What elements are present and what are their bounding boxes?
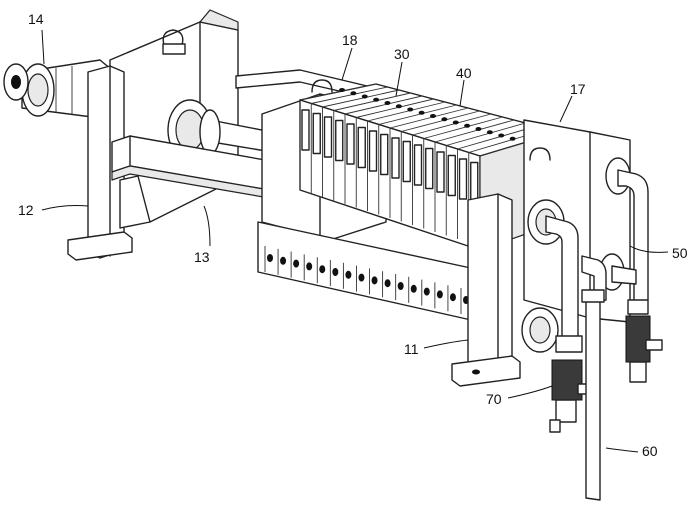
outlet-hole (319, 265, 326, 274)
plate-knob (464, 123, 471, 128)
plate-handle (391, 137, 400, 179)
pipe-assembly-lower (545, 215, 607, 433)
plate-handle (413, 144, 423, 186)
outlet-hole (410, 284, 417, 293)
plate-divider (322, 89, 400, 108)
right-support-leg (451, 193, 521, 387)
plate-knob (452, 120, 459, 125)
plate-handle (368, 130, 378, 172)
reference-numerals: 14 18 30 40 17 12 13 50 11 70 60 (18, 11, 688, 459)
plate-handle (470, 161, 479, 204)
plate-handle (436, 151, 445, 193)
label-40: 40 (456, 65, 472, 81)
outlet-hole (280, 256, 287, 265)
plate-divider (333, 92, 411, 111)
outlet-hole (449, 293, 456, 302)
plate-handle (402, 140, 411, 183)
plate-handle (323, 116, 333, 158)
plate-handle (447, 154, 456, 197)
label-60: 60 (642, 443, 658, 459)
plate-knob (441, 117, 448, 122)
plate-handle (312, 112, 321, 155)
plate-divider (378, 104, 457, 125)
plate-knob (384, 101, 391, 105)
plate-divider (434, 119, 515, 143)
plate-knob (339, 88, 345, 92)
plate-divider (389, 107, 469, 129)
plate-knob (350, 91, 357, 96)
drain-pipe (581, 289, 605, 501)
plate-handle (335, 119, 344, 162)
left-support-leg (67, 65, 133, 261)
plate-handle (380, 133, 389, 176)
outlet-hole (345, 270, 352, 279)
outlet-hole (306, 262, 313, 271)
plate-knob (430, 114, 436, 118)
plate-handle (357, 126, 366, 169)
plate-knob (373, 97, 380, 102)
label-13: 13 (194, 249, 210, 265)
plate-divider (401, 110, 480, 132)
plate-handle (425, 147, 434, 190)
plate-knob (395, 104, 402, 109)
plate-knob (418, 110, 425, 115)
outlet-hole (423, 287, 430, 296)
pipe-assembly (611, 169, 663, 383)
leader-lines (41, 29, 669, 453)
plate-divider (412, 113, 492, 136)
outlet-hole (293, 259, 300, 268)
label-70: 70 (486, 391, 502, 407)
plate-divider (356, 98, 434, 118)
label-18: 18 (342, 32, 358, 48)
plate-knob (475, 127, 482, 131)
outlet-hole (397, 282, 404, 290)
outlet-hole (371, 276, 378, 285)
plate-knob (498, 133, 505, 138)
plate-divider (311, 86, 388, 104)
filter-plate-handles (301, 88, 516, 204)
plate-knob (407, 107, 414, 112)
label-11: 11 (404, 341, 419, 357)
plate-knob (486, 130, 493, 135)
plate-divider (367, 101, 446, 122)
outlet-hole (384, 279, 391, 288)
label-12: 12 (18, 202, 34, 218)
plate-divider (299, 83, 377, 101)
outlet-hole (267, 254, 273, 262)
plate-knob (509, 136, 516, 141)
plate-handle (301, 109, 310, 151)
plate-divider (446, 122, 526, 146)
plate-knob (361, 94, 368, 99)
outlet-hole (436, 290, 443, 299)
outlet-hole (332, 268, 339, 276)
plate-handle (458, 158, 468, 200)
label-17: 17 (570, 81, 586, 97)
plate-divider (423, 116, 503, 139)
label-50: 50 (672, 245, 688, 261)
outlet-holes (264, 246, 469, 314)
plate-handle (346, 123, 355, 165)
plate-divider (344, 95, 423, 115)
label-14: 14 (28, 11, 44, 27)
outlet-hole (358, 273, 365, 282)
label-30: 30 (394, 46, 410, 62)
